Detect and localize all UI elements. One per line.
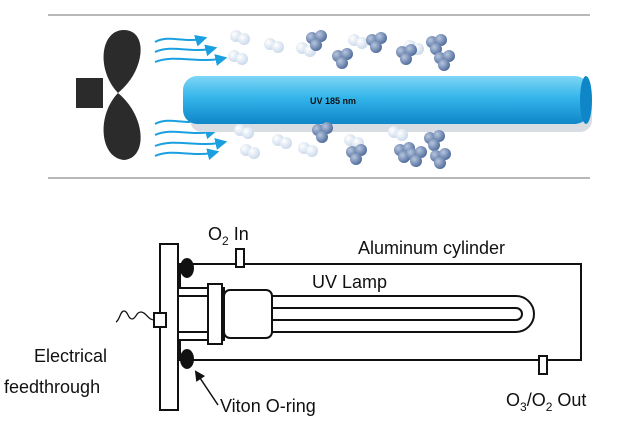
airflow-arrow bbox=[154, 138, 228, 150]
uv-lamp-tube: UV 185 nm bbox=[183, 76, 592, 132]
fan-motor-block bbox=[76, 78, 103, 108]
outlet-port bbox=[538, 355, 548, 375]
airflow-arrow bbox=[154, 44, 218, 57]
label-o3-o2-out: O3/O2 Out bbox=[506, 390, 586, 414]
label-uv-lamp: UV Lamp bbox=[312, 272, 387, 292]
o3-molecule bbox=[346, 144, 367, 165]
ozone-chamber-illustration: UV 185 nm bbox=[48, 14, 592, 179]
feedthrough-wire bbox=[115, 310, 155, 323]
o3-molecule bbox=[312, 122, 333, 143]
o3-molecule bbox=[424, 130, 445, 151]
fan-icon bbox=[76, 30, 141, 160]
o3-molecule bbox=[366, 32, 387, 53]
airflow-arrow bbox=[154, 148, 220, 161]
gas-molecules bbox=[228, 30, 455, 169]
fan-blade-lower bbox=[103, 93, 141, 160]
o3-molecule bbox=[406, 146, 427, 167]
schematic-labels: O2 In Aluminum cylinder UV Lamp Electric… bbox=[4, 224, 586, 416]
lamp-holder-clamp bbox=[207, 283, 223, 345]
o2-molecule bbox=[388, 126, 408, 141]
label-viton-oring: Viton O-ring bbox=[220, 396, 316, 416]
oring-pointer-arrow bbox=[194, 370, 219, 406]
o2-molecule bbox=[348, 34, 368, 49]
uv-lamp-base bbox=[223, 289, 273, 339]
o3-molecule bbox=[332, 48, 353, 69]
airflow-arrow bbox=[154, 35, 208, 47]
oring-bottom bbox=[180, 349, 194, 369]
fan-blade-upper bbox=[103, 30, 141, 93]
airflow-arrow bbox=[154, 54, 228, 66]
uv-lamp-label: UV 185 nm bbox=[310, 96, 356, 106]
o2-molecule bbox=[230, 30, 250, 45]
o3-molecule bbox=[430, 148, 451, 169]
electrical-feedthrough bbox=[153, 312, 167, 328]
o2-inlet-port bbox=[235, 248, 245, 268]
label-o2-in: O2 In bbox=[208, 224, 249, 248]
uv-lamp-inner bbox=[272, 307, 523, 321]
label-electrical: Electrical bbox=[34, 346, 107, 366]
o3-molecule bbox=[306, 30, 327, 51]
o2-molecule bbox=[264, 38, 284, 53]
o2-molecule bbox=[234, 124, 254, 139]
o3-molecule bbox=[434, 50, 455, 71]
uv-lamp-body bbox=[183, 76, 589, 124]
o2-molecule bbox=[228, 50, 248, 65]
airflow-arrow bbox=[154, 127, 218, 140]
o2-molecule bbox=[298, 142, 318, 157]
ozone-generator-schematic bbox=[115, 243, 582, 411]
uv-lamp-outer bbox=[272, 295, 535, 333]
airflow-arrows bbox=[154, 35, 228, 161]
oring-top bbox=[180, 258, 194, 278]
label-aluminum-cylinder: Aluminum cylinder bbox=[358, 238, 505, 258]
o3-molecule bbox=[396, 44, 417, 65]
o3-molecule bbox=[426, 34, 447, 55]
o2-molecule bbox=[240, 144, 260, 159]
label-feedthrough: feedthrough bbox=[4, 377, 100, 397]
uv-lamp-end bbox=[580, 76, 592, 124]
o2-molecule bbox=[272, 134, 292, 149]
